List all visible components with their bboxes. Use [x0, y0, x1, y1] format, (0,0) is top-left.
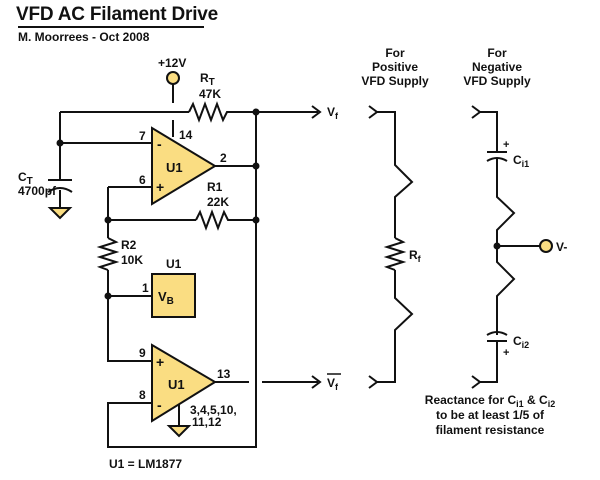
- ground-pins-line1: 3,4,5,10,: [190, 403, 237, 417]
- junctions: [56, 108, 260, 300]
- u1-top-plus: +: [156, 179, 164, 195]
- wires: [59, 84, 318, 448]
- junction-dot: [104, 216, 112, 224]
- pin-8: 8: [139, 388, 146, 402]
- part-note: U1 = LM1877: [109, 457, 182, 471]
- connector-neg-top-icon: [471, 105, 482, 119]
- wire-feedback-bus: [107, 112, 257, 448]
- neg-heading-1: For: [487, 46, 507, 60]
- pos-heading-3: VFD Supply: [361, 74, 429, 88]
- u1-bottom-label: U1: [168, 377, 185, 392]
- pin-2: 2: [220, 151, 227, 165]
- u1-bottom-plus: +: [156, 354, 164, 370]
- r2-value: 10K: [121, 253, 143, 267]
- author-date: M. Moorrees - Oct 2008: [18, 30, 150, 44]
- supply-label: +12V: [158, 56, 186, 70]
- ground-icon: [166, 425, 192, 438]
- opamp-u1-bottom-icon: [151, 343, 217, 423]
- wire-neg-bottom: [480, 341, 498, 383]
- ci1-label: Ci1: [513, 153, 529, 169]
- bias-label: VB: [158, 289, 174, 307]
- vminus-label: V-: [556, 240, 567, 254]
- u1-bottom-minus: -: [157, 397, 162, 413]
- rt-label: RT: [200, 71, 215, 88]
- pos-heading-1: For: [385, 46, 405, 60]
- u1-top-label: U1: [166, 160, 183, 175]
- rf-label: Rf: [409, 248, 422, 264]
- arrow-vf-bar-icon: [311, 375, 322, 389]
- pin-9: 9: [139, 346, 146, 360]
- note-line-1: Reactance for Ci1 & Ci2: [425, 393, 555, 409]
- ci2-polarity: +: [503, 347, 509, 359]
- vminus-terminal-icon: [539, 239, 553, 253]
- u1-top-minus: -: [157, 136, 162, 152]
- pin-6: 6: [139, 173, 146, 187]
- junction-dot: [104, 292, 112, 300]
- bias-block-title: U1: [166, 257, 182, 271]
- ci1-polarity: +: [503, 139, 509, 151]
- filament-pos-lower: [377, 270, 414, 383]
- r1-label: R1: [207, 180, 223, 194]
- resistor-rf-icon: [383, 237, 407, 271]
- ground-icon: [47, 207, 73, 220]
- junction-dot: [56, 139, 64, 147]
- diagram-title: VFD AC Filament Drive: [16, 4, 219, 25]
- bias-block-u1: [151, 273, 196, 318]
- pin-7: 7: [139, 129, 146, 143]
- connector-neg-bottom-icon: [471, 375, 482, 389]
- wire-neg-top: [480, 111, 498, 152]
- supply-terminal-icon: [166, 71, 180, 85]
- vf-bar-label: Vf: [327, 376, 339, 392]
- resistor-rt-icon: [188, 101, 231, 123]
- junction-dot: [252, 162, 260, 170]
- resistor-r1-icon: [195, 209, 230, 231]
- ct-label: CT: [18, 170, 33, 187]
- pin-14: 14: [179, 128, 193, 142]
- note-line-3: filament resistance: [436, 423, 545, 437]
- ci2-label: Ci2: [513, 334, 529, 350]
- connector-pos-top-icon: [368, 105, 379, 119]
- ct-value: 4700pf: [18, 184, 57, 198]
- connector-pos-bottom-icon: [368, 375, 379, 389]
- r1-value: 22K: [207, 195, 229, 209]
- filament-pos-upper: [377, 111, 414, 238]
- note-line-2: to be at least 1/5 of: [436, 408, 545, 422]
- vf-label: Vf: [327, 105, 339, 121]
- arrow-vf-icon: [311, 105, 322, 119]
- ground-pins-line2: 11,12: [192, 415, 222, 429]
- wire-r2-bottom: [107, 270, 152, 362]
- junction-dot: [252, 108, 260, 116]
- neg-heading-3: VFD Supply: [463, 74, 531, 88]
- opamp-u1-top-icon: [151, 126, 217, 206]
- capacitor-ct-icon: [47, 179, 73, 193]
- pin-1: 1: [142, 281, 149, 295]
- pos-heading-2: Positive: [372, 60, 418, 74]
- r2-label: R2: [121, 238, 137, 252]
- resistor-r2-icon: [96, 237, 120, 271]
- rt-value: 47K: [199, 87, 221, 101]
- pin-13: 13: [217, 367, 231, 381]
- junction-dot: [252, 216, 260, 224]
- title-underline: [18, 26, 204, 28]
- neg-heading-2: Negative: [472, 60, 522, 74]
